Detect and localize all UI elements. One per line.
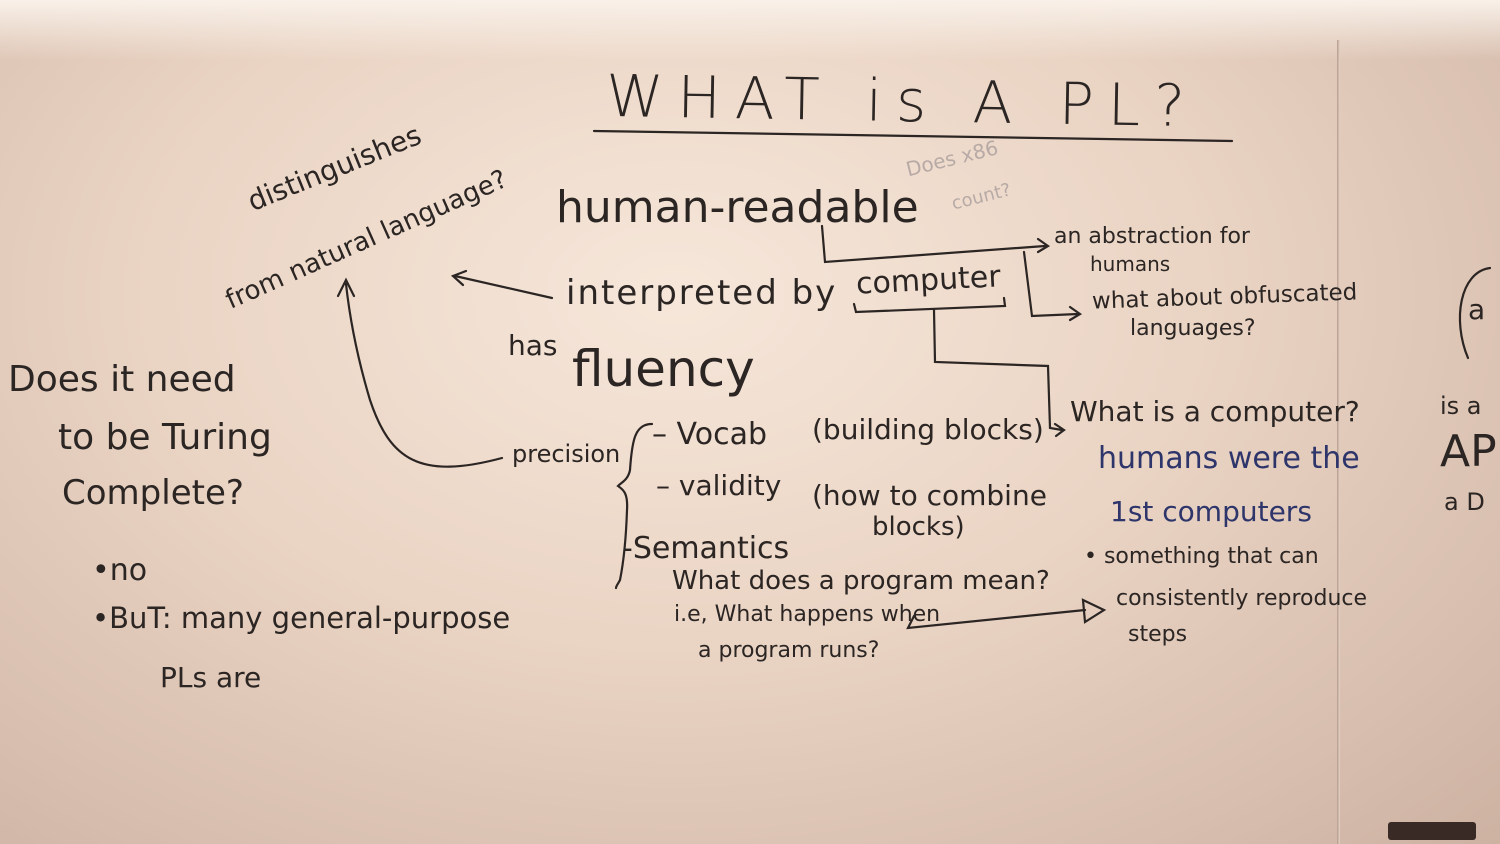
- has-label: has: [508, 329, 558, 362]
- turing-question-line1: Does it need: [8, 359, 236, 400]
- humans-were-the: humans were the: [1098, 441, 1360, 476]
- bullet-but-cont: PLs are: [160, 661, 262, 694]
- vocab: – Vocab: [652, 417, 768, 452]
- curly-brace: [614, 422, 654, 590]
- precision: precision: [512, 440, 621, 468]
- arrow-abstraction: [820, 224, 1047, 264]
- board-top-edge: [0, 0, 1500, 60]
- page-title: WHAT is A PL?: [605, 61, 1200, 141]
- building-blocks: (building blocks): [812, 413, 1044, 446]
- arrow-what-is-computer: [932, 308, 1064, 432]
- partial-circle: [1458, 266, 1492, 360]
- title-underline: [592, 129, 1234, 143]
- edge-a-d: a D: [1444, 488, 1485, 516]
- turing-question-line2: to be Turing: [58, 417, 272, 458]
- abstraction-line1: an abstraction for: [1054, 224, 1250, 249]
- edge-a: a: [1468, 293, 1486, 326]
- interpreted-by: interpreted by: [566, 273, 838, 313]
- arrow-precision: [344, 282, 504, 468]
- abstraction-line2: humans: [1090, 252, 1171, 276]
- board-panel-seam: [1337, 40, 1340, 844]
- obfuscated-line2: languages?: [1130, 316, 1256, 341]
- what-does-program-mean: What does a program mean?: [672, 566, 1050, 596]
- bullet-no: •no: [92, 553, 148, 588]
- human-readable: human-readable: [556, 182, 919, 233]
- something-line1: • something that can: [1084, 544, 1319, 569]
- computer-box: [852, 296, 1007, 314]
- something-line2: consistently reproduce: [1116, 586, 1368, 611]
- arrow-distinguishes: [453, 274, 554, 300]
- what-is-a-computer: What is a computer?: [1070, 395, 1360, 428]
- a-program-runs: a program runs?: [698, 638, 880, 663]
- eraser: [1388, 822, 1476, 840]
- computer: computer: [855, 259, 1002, 302]
- blocks-close: blocks): [872, 512, 965, 542]
- first-computers: 1st computers: [1110, 495, 1312, 528]
- arrow-obfuscated: [1022, 250, 1080, 318]
- semantics: -Semantics: [622, 531, 790, 566]
- edge-is-a: is a: [1440, 392, 1482, 420]
- arrow-reproduce: [906, 608, 1087, 630]
- fluency: fluency: [572, 340, 755, 398]
- validity: – validity: [656, 469, 782, 502]
- ie-what-happens: i.e, What happens when: [674, 602, 941, 627]
- bullet-but: •BuT: many general-purpose: [92, 601, 511, 635]
- edge-ap: AP: [1440, 426, 1497, 477]
- how-to-combine: (how to combine: [812, 479, 1047, 512]
- turing-question-line3: Complete?: [62, 473, 244, 513]
- something-line3: steps: [1128, 622, 1188, 647]
